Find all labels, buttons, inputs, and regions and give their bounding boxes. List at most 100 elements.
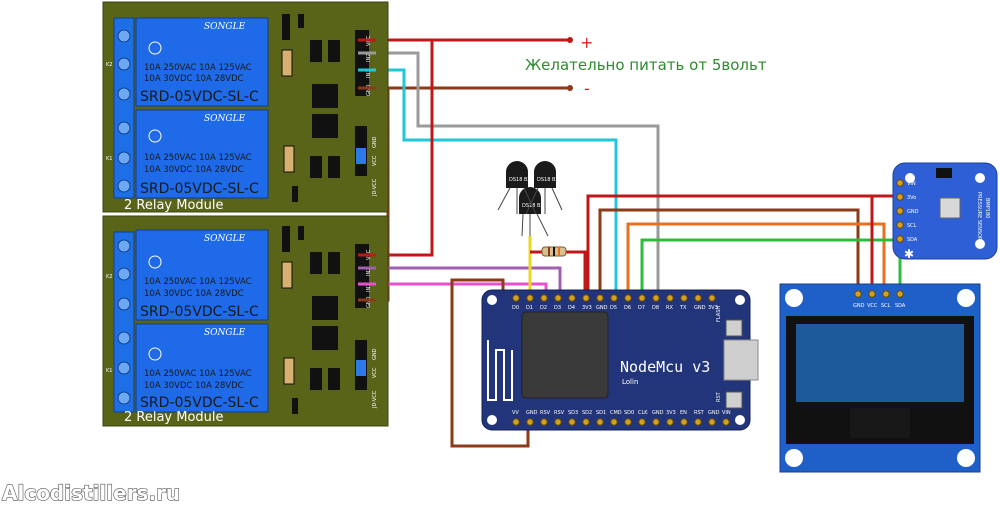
pin bbox=[896, 193, 904, 201]
pin bbox=[896, 207, 904, 215]
board-subtitle: Lolin bbox=[622, 378, 638, 386]
pin-label: GND bbox=[907, 209, 919, 215]
ds18b20-sensor bbox=[534, 161, 556, 188]
relay-brand: SONGLE bbox=[204, 328, 246, 338]
flash-button[interactable] bbox=[725, 319, 743, 337]
pin-label: D4 bbox=[568, 305, 575, 311]
cqc-icon bbox=[148, 255, 162, 269]
screw-icon bbox=[117, 297, 131, 311]
pin-label: GND bbox=[694, 305, 706, 311]
relay-coil bbox=[135, 323, 269, 413]
pin bbox=[526, 294, 534, 302]
pin-label: 3Vo bbox=[907, 195, 916, 201]
transistor bbox=[328, 40, 340, 62]
pin-label: SCL bbox=[907, 223, 917, 229]
pin bbox=[624, 418, 632, 426]
pin bbox=[540, 294, 548, 302]
wire-cyan bbox=[362, 68, 618, 290]
pin-label: D8 bbox=[652, 305, 659, 311]
transistor bbox=[328, 156, 340, 178]
diode bbox=[282, 14, 290, 40]
terminal-block bbox=[113, 231, 135, 413]
minus-sign: - bbox=[584, 79, 590, 98]
relay-model: SRD-05VDC-SL-C bbox=[140, 304, 259, 320]
pin bbox=[610, 418, 618, 426]
pin-label: VCC bbox=[372, 367, 378, 378]
header-wire-stubs bbox=[358, 38, 376, 302]
relay-coil bbox=[135, 17, 269, 107]
screw-icon bbox=[117, 391, 131, 405]
transistor bbox=[310, 252, 322, 274]
pin bbox=[638, 418, 646, 426]
plus-terminal bbox=[567, 37, 573, 43]
relay-rating-1: 10A 250VAC 10A 125VAC bbox=[144, 369, 252, 379]
pin bbox=[568, 418, 576, 426]
pin-label: VV bbox=[512, 410, 519, 416]
pin bbox=[596, 294, 604, 302]
pin bbox=[554, 418, 562, 426]
flash-label: FLASH bbox=[716, 306, 722, 322]
pin-label: GND bbox=[366, 296, 372, 308]
board-title: NodeMcu v3 bbox=[620, 358, 710, 376]
pin-label: D0 bbox=[512, 305, 519, 311]
pin-label: GND bbox=[708, 410, 720, 416]
sensor-label: DS18 B20 bbox=[537, 177, 562, 183]
reset-button[interactable] bbox=[725, 391, 743, 409]
power-note: Желательно питать от 5вольт bbox=[525, 56, 767, 74]
channel-label: K2 bbox=[106, 274, 112, 280]
led bbox=[298, 226, 304, 240]
pin-label: GND bbox=[366, 84, 372, 96]
pin-label: SD2 bbox=[582, 410, 592, 416]
pin bbox=[896, 179, 904, 187]
screw-icon bbox=[117, 361, 131, 375]
relay-rating-1: 10A 250VAC 10A 125VAC bbox=[144, 153, 252, 163]
power-caption: + - Желательно питать от 5вольт bbox=[525, 33, 767, 98]
pin-label: GND bbox=[596, 305, 608, 311]
screw-icon bbox=[117, 29, 131, 43]
pin-label: IN1 bbox=[366, 70, 372, 78]
screw-icon bbox=[117, 87, 131, 101]
optocoupler bbox=[312, 114, 338, 138]
module-label: 2 Relay Module bbox=[124, 198, 224, 213]
screw-icon bbox=[117, 121, 131, 135]
cqc-icon bbox=[148, 129, 162, 143]
transistor bbox=[310, 368, 322, 390]
antenna-trace bbox=[487, 340, 513, 401]
screw-icon bbox=[117, 331, 131, 345]
pin-label: RSV bbox=[554, 410, 565, 416]
capacitor bbox=[281, 49, 293, 77]
mount-hole bbox=[785, 289, 803, 307]
pin-label: IN2 bbox=[366, 54, 372, 62]
relay-coil bbox=[135, 229, 269, 321]
pin-label: GND bbox=[372, 136, 378, 148]
mount-hole bbox=[487, 415, 497, 425]
pin-label: JD-VCC bbox=[372, 390, 378, 409]
pin-header bbox=[355, 244, 369, 308]
optocoupler bbox=[312, 296, 338, 320]
wire-gray bbox=[362, 51, 660, 290]
screw-icon bbox=[117, 57, 131, 71]
watermark: Alcodistillers.ru bbox=[2, 481, 180, 505]
plus-sign: + bbox=[580, 33, 593, 52]
diode bbox=[282, 226, 290, 252]
pin bbox=[568, 294, 576, 302]
pin bbox=[512, 418, 520, 426]
pin bbox=[882, 290, 890, 298]
pin-label: D3 bbox=[554, 305, 561, 311]
pin-label: VIN bbox=[722, 410, 731, 416]
pin-label: CLK bbox=[638, 410, 648, 416]
mount-hole bbox=[957, 449, 975, 467]
wire-red-3v bbox=[586, 194, 900, 292]
module-label: 2 Relay Module bbox=[124, 410, 224, 425]
mount-hole bbox=[975, 239, 985, 249]
relay-rating-2: 10A 30VDC 10A 28VDC bbox=[144, 74, 244, 84]
capacitor bbox=[281, 261, 293, 289]
pin bbox=[652, 294, 660, 302]
pin-label: SD3 bbox=[568, 410, 578, 416]
pin bbox=[854, 290, 862, 298]
pin-label: JD-VCC bbox=[372, 178, 378, 197]
pin bbox=[666, 294, 674, 302]
